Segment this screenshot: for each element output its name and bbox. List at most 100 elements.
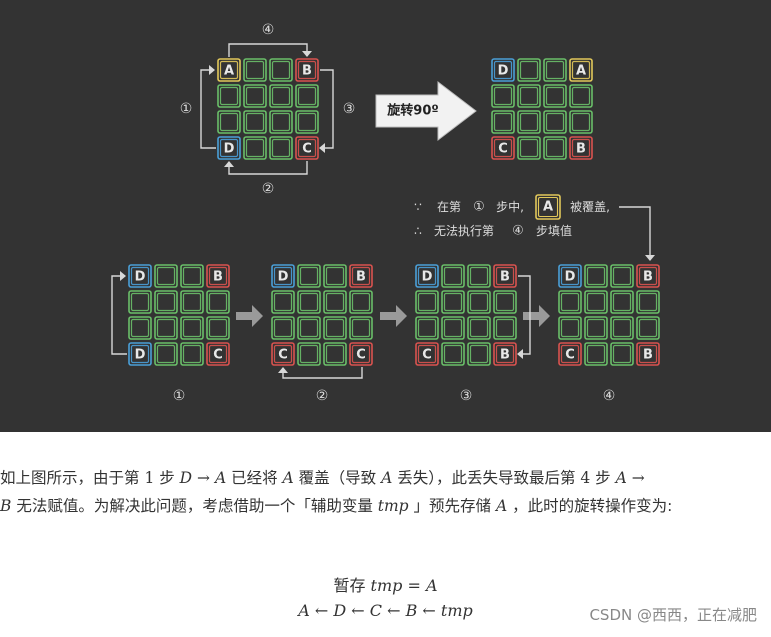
stage-1-grid-cell bbox=[206, 342, 230, 366]
stage-3-grid-cell bbox=[493, 342, 517, 366]
top-right-grid-cell-inner bbox=[545, 60, 565, 80]
stage-1-grid-cell bbox=[180, 264, 204, 288]
stage-1-grid-cell bbox=[180, 342, 204, 366]
top-right-grid-cell-inner bbox=[571, 138, 591, 158]
note-text: 被覆盖, bbox=[570, 200, 610, 214]
stage-2-grid-cell-inner bbox=[299, 318, 319, 338]
stage-4-grid-cell-inner bbox=[638, 292, 658, 312]
stage-4-grid-cell-label: C bbox=[565, 348, 575, 363]
note-text: 步中, bbox=[496, 199, 524, 214]
step4-arrow-path bbox=[228, 43, 308, 57]
stage-3-grid-cell-inner bbox=[495, 318, 515, 338]
stage-3-grid-cell bbox=[441, 316, 465, 340]
stage-1-grid-cell-label: D bbox=[135, 348, 146, 363]
note-text: 无法执行第 bbox=[434, 224, 494, 238]
stage-4-grid-cell-label: B bbox=[643, 348, 653, 363]
equation-math: tmp = A bbox=[370, 576, 438, 595]
stage-2-grid-cell-inner bbox=[351, 266, 371, 286]
stage1-arrow-path bbox=[111, 275, 127, 355]
stage-2-grid-cell bbox=[297, 316, 321, 340]
top-left-grid-cell-inner bbox=[297, 138, 317, 158]
stage-4-grid-cell bbox=[610, 264, 634, 288]
top-left-grid-cell-inner bbox=[271, 60, 291, 80]
top-right-grid-cell-inner bbox=[519, 86, 539, 106]
rotate-arrow bbox=[375, 80, 477, 142]
step2-arrow-path bbox=[228, 161, 308, 175]
stage2-arrowhead bbox=[278, 367, 288, 373]
top-right-grid-cell-label: D bbox=[498, 64, 509, 79]
note-step-label: ④ bbox=[512, 224, 524, 239]
stage-2-grid-cell-label: D bbox=[278, 270, 289, 285]
stage-3-grid-cell-inner bbox=[495, 292, 515, 312]
top-left-grid-cell-inner bbox=[297, 112, 317, 132]
top-right-grid-cell bbox=[491, 84, 515, 108]
top-left-grid-cell bbox=[295, 84, 319, 108]
note-connector-path bbox=[619, 206, 651, 258]
stage-3-grid-cell-inner bbox=[469, 292, 489, 312]
stage-2-grid-cell-inner bbox=[325, 318, 345, 338]
top-left-grid-cell-inner bbox=[245, 60, 265, 80]
stage-4-grid-cell-inner bbox=[612, 344, 632, 364]
top-right-grid-cell bbox=[491, 110, 515, 134]
stage-4-label: ④ bbox=[603, 388, 616, 404]
stage-3-grid-cell bbox=[441, 342, 465, 366]
stage-1-grid-cell-inner bbox=[182, 318, 202, 338]
stage-4-grid-cell bbox=[610, 290, 634, 314]
stage-3-grid-cell-inner bbox=[443, 318, 463, 338]
top-left-grid-cell bbox=[295, 110, 319, 134]
stage-4-grid-cell-label: B bbox=[643, 270, 653, 285]
top-left-grid-cell-inner bbox=[271, 112, 291, 132]
stage-3-grid-cell-inner bbox=[443, 344, 463, 364]
top-left-grid-cell-inner bbox=[245, 112, 265, 132]
top-left-grid-cell-inner bbox=[219, 112, 239, 132]
step3-label: ③ bbox=[343, 101, 356, 117]
stage-2-grid-cell bbox=[271, 290, 295, 314]
stage-2-grid-cell-inner bbox=[351, 344, 371, 364]
stage-4-grid-cell-inner bbox=[560, 266, 580, 286]
stage-4-grid-cell bbox=[636, 290, 660, 314]
stage-2-grid-cell bbox=[323, 316, 347, 340]
step1-arrowhead bbox=[209, 65, 215, 75]
stage-4-grid-cell-inner bbox=[638, 344, 658, 364]
math-expression: A → bbox=[615, 469, 645, 487]
stage-4-grid-cell-inner bbox=[560, 292, 580, 312]
top-left-grid-cell-inner bbox=[297, 60, 317, 80]
stage-4-grid-cell bbox=[584, 290, 608, 314]
stage-1-grid-cell-inner bbox=[208, 266, 228, 286]
top-left-grid-cell bbox=[243, 110, 267, 134]
stage-3-grid-cell-inner bbox=[417, 344, 437, 364]
stage-2-grid-cell-inner bbox=[325, 344, 345, 364]
stage-1-grid-cell-inner bbox=[130, 344, 150, 364]
top-right-grid-cell bbox=[543, 110, 567, 134]
stage-connector-head-1 bbox=[252, 305, 263, 327]
text-run: ，此时的旋转操作变为: bbox=[507, 497, 673, 515]
text-run: 步 bbox=[154, 469, 180, 487]
stage-2-grid-cell bbox=[297, 342, 321, 366]
stage-1-grid-cell bbox=[128, 264, 152, 288]
stage-3-grid-cell-inner bbox=[495, 344, 515, 364]
stage-3-grid-cell bbox=[467, 264, 491, 288]
stage-1-grid-cell-inner bbox=[156, 344, 176, 364]
stage-connector-head-3 bbox=[539, 305, 550, 327]
stage-1-grid-cell bbox=[154, 316, 178, 340]
stage-1-grid-cell bbox=[128, 290, 152, 314]
equation-2: A ← D ← C ← B ← tmp bbox=[0, 601, 771, 620]
note-connector-arrowhead bbox=[645, 255, 655, 261]
stage-3-grid-cell bbox=[467, 316, 491, 340]
stage-3-grid-cell bbox=[467, 342, 491, 366]
stage-3-grid-cell bbox=[415, 290, 439, 314]
top-right-grid-cell bbox=[543, 84, 567, 108]
math-number: 4 bbox=[580, 469, 591, 487]
stage-4-grid-cell-inner bbox=[560, 344, 580, 364]
stage-3-grid-cell-inner bbox=[417, 292, 437, 312]
top-left-grid-cell-inner bbox=[271, 138, 291, 158]
stage-2-grid-cell-inner bbox=[299, 266, 319, 286]
top-left-grid-cell bbox=[269, 110, 293, 134]
top-right-grid-cell-inner bbox=[545, 86, 565, 106]
stage-4-grid-cell-inner bbox=[586, 344, 606, 364]
stage-4-grid-cell-inner bbox=[612, 266, 632, 286]
top-right-grid-cell-inner bbox=[571, 112, 591, 132]
stage-4-grid-cell-label: D bbox=[565, 270, 576, 285]
stage-connector-1 bbox=[236, 312, 253, 320]
